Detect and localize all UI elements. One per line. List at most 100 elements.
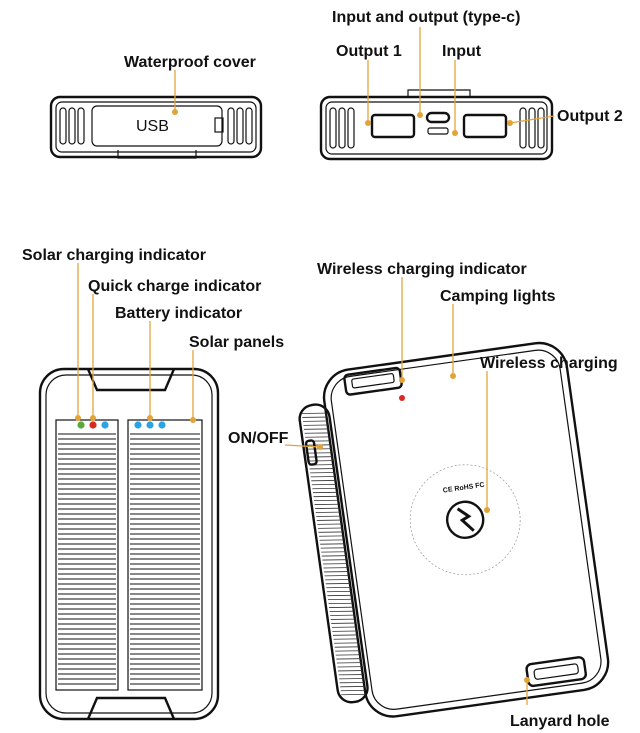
- grip-texture-line: [316, 519, 342, 521]
- grip-texture-line: [302, 420, 328, 422]
- grip-texture-line: [331, 622, 356, 624]
- grip-texture-line: [310, 472, 335, 474]
- grip-texture-line: [326, 586, 351, 589]
- grip-texture-line: [323, 567, 348, 569]
- grip-texture-line: [318, 531, 343, 533]
- label-camping-lights: Camping lights: [440, 288, 556, 305]
- grip-texture-line: [317, 527, 343, 529]
- label-wireless-charging-indicator: Wireless charging indicator: [317, 261, 527, 278]
- wireless-device: CE RoHS FC: [298, 341, 610, 718]
- grip-texture-line: [315, 511, 340, 513]
- lanyard-slot: [525, 656, 588, 688]
- grip-texture-line: [320, 547, 345, 549]
- grip-texture-line: [307, 456, 333, 458]
- grip-texture-line: [341, 693, 366, 696]
- rohs-marking: CE RoHS FC: [442, 482, 485, 495]
- waterproof-cover: [91, 105, 223, 147]
- label-quick-charge-indicator: Quick charge indicator: [88, 278, 261, 295]
- grip-texture-line: [322, 559, 347, 561]
- label-on-off: ON/OFF: [228, 430, 289, 447]
- grip-texture-line: [302, 416, 327, 418]
- grip-texture-line: [314, 503, 339, 505]
- grip-texture-line: [315, 507, 340, 509]
- grip-texture-line: [322, 563, 348, 565]
- label-output1: Output 1: [336, 43, 402, 60]
- label-solar-charging-indicator: Solar charging indicator: [22, 247, 206, 264]
- grip-texture-line: [336, 658, 361, 660]
- power-button: [304, 439, 318, 466]
- solar-device: [38, 367, 220, 721]
- label-input: Input: [442, 43, 482, 60]
- side-view-left: USB: [49, 95, 263, 159]
- grip-texture-line: [327, 594, 352, 597]
- led-battery-2: [146, 421, 154, 429]
- micro-usb-port: [427, 127, 449, 135]
- grip-texture-line: [310, 476, 335, 478]
- grip-texture-line: [308, 460, 333, 462]
- camping-light: [343, 366, 403, 396]
- grip-texture-line: [324, 575, 349, 577]
- grip-texture-line: [311, 480, 336, 482]
- label-lanyard-hole: Lanyard hole: [510, 713, 610, 730]
- usb-marking: USB: [136, 118, 169, 135]
- usb-port-output2: [462, 113, 508, 139]
- grip-texture-line: [313, 495, 338, 498]
- grip-texture-line: [324, 571, 349, 573]
- grip-texture-line: [312, 491, 338, 494]
- grip-texture-line: [331, 626, 357, 628]
- grip-texture-line: [330, 618, 355, 620]
- grip-texture-line: [301, 412, 326, 414]
- grip-texture-line: [321, 555, 347, 557]
- grip-texture-line: [332, 630, 357, 632]
- grip-texture-line: [317, 523, 342, 525]
- grip-texture-line: [339, 678, 364, 680]
- solar-panel-left: [55, 419, 119, 691]
- grip-texture-line: [307, 452, 332, 454]
- grip-texture-line: [328, 602, 353, 605]
- grip-texture-line: [316, 515, 341, 517]
- grip-texture-line: [338, 674, 363, 676]
- leaders: [75, 27, 555, 705]
- leds: [77, 395, 405, 429]
- grip-texture-line: [334, 642, 359, 644]
- label-solar-panels: Solar panels: [189, 334, 284, 351]
- led-battery-1: [134, 421, 142, 429]
- grip-texture-line: [312, 487, 337, 490]
- grip-texture-line: [336, 662, 362, 664]
- grip-texture-line: [314, 499, 339, 502]
- grip-texture-line: [321, 551, 346, 553]
- typec-port: [425, 111, 451, 124]
- led-blue-1: [101, 421, 109, 429]
- grip-texture-line: [319, 539, 344, 541]
- led-solar-charging: [77, 421, 85, 429]
- grip-texture-line: [333, 638, 358, 640]
- side-view-right: [319, 89, 554, 161]
- grip-texture-line: [330, 614, 355, 616]
- grip-texture-line: [335, 654, 360, 656]
- usb-port-output1: [370, 113, 416, 139]
- grip-texture-line: [339, 682, 364, 684]
- grip-texture-line: [337, 670, 363, 672]
- grip-texture-line: [335, 650, 360, 652]
- wireless-logo: [445, 500, 485, 539]
- led-wireless-charging: [399, 395, 405, 401]
- grip-texture-line: [327, 598, 353, 601]
- led-battery-3: [158, 421, 166, 429]
- label-waterproof-cover: Waterproof cover: [124, 54, 256, 71]
- label-input-output-typec: Input and output (type-c): [332, 9, 520, 26]
- grip-texture-line: [334, 646, 359, 648]
- label-output2: Output 2: [557, 108, 623, 125]
- solar-panel-right: [127, 419, 203, 691]
- grip-texture-line: [309, 468, 334, 470]
- grip-texture-line: [337, 666, 362, 668]
- grip-texture-line: [325, 579, 350, 581]
- label-battery-indicator: Battery indicator: [115, 305, 242, 322]
- grip-texture-line: [340, 686, 365, 688]
- grip-texture-line: [319, 535, 344, 537]
- grip-texture-line: [325, 583, 350, 585]
- grip-texture-line: [304, 428, 329, 430]
- grip-texture-line: [305, 436, 330, 438]
- grip-texture-line: [326, 590, 352, 593]
